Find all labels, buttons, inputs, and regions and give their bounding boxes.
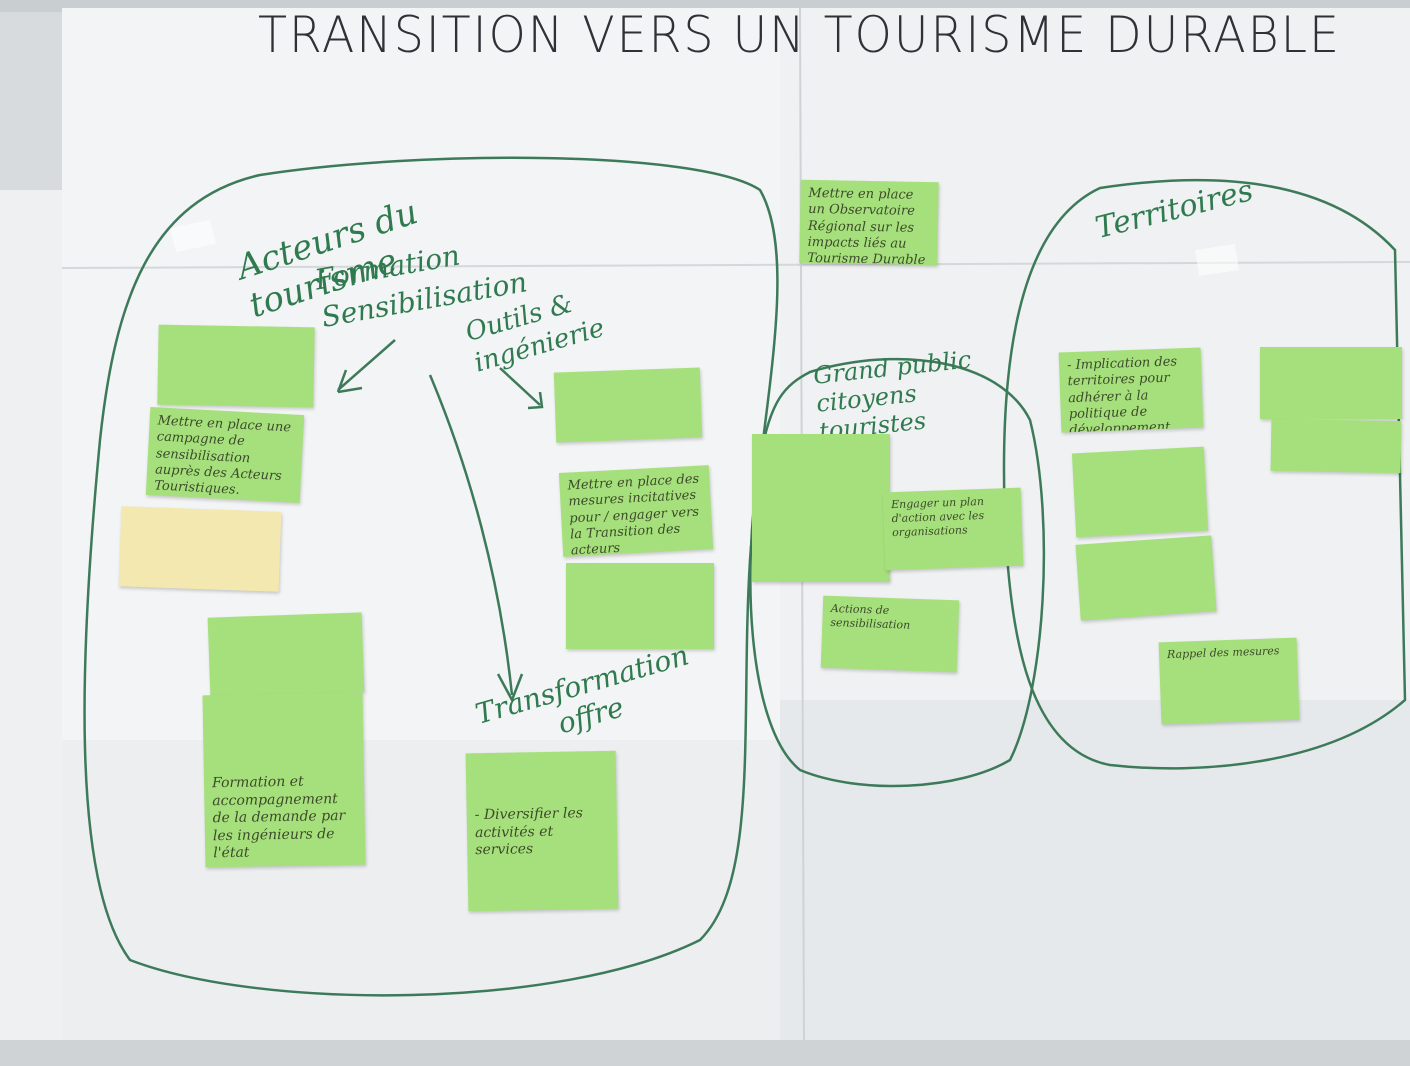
sticky-note xyxy=(1270,418,1402,474)
arrow-to-transformation xyxy=(428,374,514,696)
sticky-note-observatoire: Mettre en place un Observatoire Régional… xyxy=(799,179,939,266)
sticky-note-rappel: Rappel des mesures xyxy=(1158,637,1300,725)
tape-piece xyxy=(1195,244,1239,276)
sticky-note-campagne: Mettre en place une campagne de sensibil… xyxy=(145,407,305,503)
sticky-note xyxy=(118,506,282,592)
circle-acteurs-tourisme xyxy=(83,156,779,997)
paper-sheet-lower-right xyxy=(780,700,1410,1050)
sticky-note xyxy=(553,367,703,443)
paper-sheet-left xyxy=(0,190,70,1050)
sticky-note-accompagnement: Formation et accompagnement de la demand… xyxy=(202,692,366,868)
sticky-note-grand-public: Actions de sensibilisation xyxy=(820,595,960,673)
sticky-note xyxy=(752,434,890,582)
tape-piece xyxy=(170,220,216,252)
sticky-note xyxy=(566,563,714,649)
sticky-note xyxy=(1075,535,1217,621)
sticky-note xyxy=(157,324,315,408)
sticky-note xyxy=(1260,347,1402,419)
arrow-head xyxy=(336,369,363,394)
sticky-note-implication: - Implication des territoires pour adhér… xyxy=(1058,347,1204,433)
sticky-note xyxy=(1071,446,1209,538)
arrow-to-outils xyxy=(499,367,541,406)
sticky-note xyxy=(207,612,365,698)
sticky-note-engagement: Engager un plan d'action avec les organi… xyxy=(882,487,1024,571)
circle-territoires xyxy=(1002,178,1407,770)
floor-shadow xyxy=(0,1040,1410,1066)
arrow-head xyxy=(527,391,544,410)
paper-seam-horizontal xyxy=(61,261,1410,269)
paper-sheet-lower-left xyxy=(62,740,804,1050)
sticky-note-incitation: Mettre en place des mesures incitatives … xyxy=(558,465,714,557)
arrow-to-formation xyxy=(337,339,396,391)
page-title: TRANSITION VERS UN TOURISME DURABLE xyxy=(258,6,1341,64)
arrow-head xyxy=(496,673,524,703)
sticky-note-transformation: - Diversifier les activités et services xyxy=(465,750,619,912)
